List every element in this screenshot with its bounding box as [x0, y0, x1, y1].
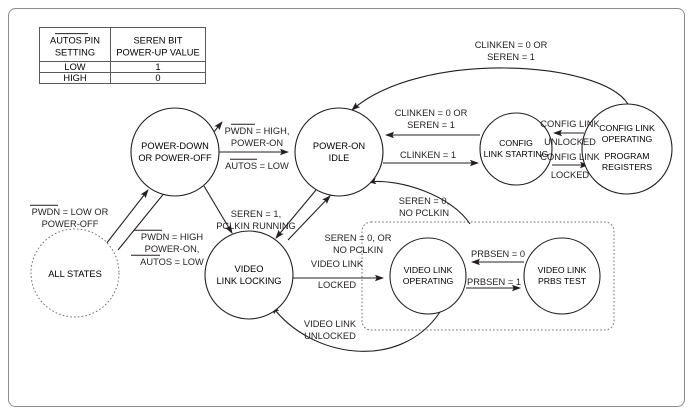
edge-video-locking-to-idle [287, 195, 331, 241]
state-video-link-prbs-test-label-2: PRBS TEST [538, 276, 587, 286]
edge-label-t8-line1: CONFIG LINK [540, 119, 600, 129]
state-video-link-operating[interactable]: VIDEO LINK OPERATING [389, 237, 467, 315]
state-config-link-operating[interactable]: CONFIG LINK OPERATING PROGRAM REGISTERS [581, 103, 673, 195]
edge-label-t3-line3: AUTOS = LOW [140, 257, 204, 267]
state-power-down[interactable]: POWER-DOWN OR POWER-OFF [130, 107, 220, 197]
edge-label-t11-line2: LOCKED [318, 280, 357, 290]
table-row-1-value: 0 [155, 73, 160, 83]
state-power-on-idle-label-2: IDLE [329, 153, 350, 163]
state-video-link-locking-label-2: LINK LOCKING [216, 276, 281, 286]
table-row-1-setting: HIGH [63, 73, 86, 83]
edge-label-t12-line1: VIDEO LINK [304, 319, 357, 329]
edge-label-t2-line1: PWDN = LOW OR [32, 207, 109, 217]
edge-video-group-arc-to-idle [367, 177, 471, 225]
state-config-link-starting-label-2: LINK STARTING [484, 149, 549, 159]
state-video-link-locking-label-1: VIDEO [235, 264, 264, 274]
state-video-link-prbs-test-label-1: VIDEO LINK [538, 265, 587, 275]
edge-label-t10-line1: CLINKEN = 0 OR [475, 40, 548, 50]
edge-label-t4-line1: SEREN = 1, [231, 209, 281, 219]
edge-label-t13-line1: SEREN = 0, [399, 196, 449, 206]
table-header-col2-line2: POWER-UP VALUE [116, 48, 199, 58]
edge-power-down-to-video-locking [203, 185, 233, 234]
edge-label-t2-line2: POWER-OFF [42, 219, 99, 229]
edge-config-operating-arc-to-idle [351, 67, 629, 111]
edge-label-t5-line1: SEREN = 0, OR [325, 233, 392, 243]
edge-idle-to-video-locking [275, 189, 317, 239]
edge-label-t3-line2: POWER-ON, [145, 244, 200, 254]
edge-label-t1-line1: PWDN = HIGH, [225, 126, 290, 136]
state-config-link-operating-label-3: PROGRAM [605, 151, 650, 161]
edge-label-t4-line2: PCLKIN RUNNING [216, 221, 296, 231]
state-video-link-operating-label-1: VIDEO LINK [404, 265, 453, 275]
state-power-down-label-2: OR POWER-OFF [138, 153, 212, 163]
edge-label-t9-line2: LOCKED [551, 170, 590, 180]
table-header-col1-line2: SETTING [55, 48, 95, 58]
state-power-down-label-1: POWER-DOWN [141, 141, 209, 151]
edge-label-t8-line2: UNLOCKED [544, 137, 596, 147]
table-header-col1-line1: AUTOS PIN [50, 36, 100, 46]
table-header-col2-line1: SEREN BIT [133, 36, 182, 46]
edge-label-t12-line2: UNLOCKED [304, 331, 356, 341]
edge-label-t3-line1: PWDN = HIGH [141, 232, 203, 242]
edge-label-t10-line2: SEREN = 1 [487, 52, 535, 62]
state-config-link-operating-label-2: OPERATING [602, 134, 653, 144]
edge-label-t6-line1: CLINKEN = 1 [400, 150, 456, 160]
edge-label-t1-line3: AUTOS = LOW [225, 161, 289, 171]
video-link-group-box [361, 221, 615, 331]
autos-pin-table: AUTOS PIN SETTING SEREN BIT POWER-UP VAL… [39, 27, 206, 84]
state-config-link-starting-label-1: CONFIG [499, 138, 533, 148]
state-config-link-operating-label-1: CONFIG LINK [599, 123, 655, 133]
state-all-states-label: ALL STATES [48, 269, 102, 279]
figure-border [8, 8, 685, 407]
edge-label-t7-line1: CLINKEN = 0 OR [395, 108, 468, 118]
edge-label-t15-line1: PRBSEN = 1 [467, 277, 521, 287]
table-row-0-setting: LOW [64, 62, 85, 72]
state-config-link-operating-label-4: REGISTERS [602, 162, 652, 172]
edge-label-t9-line1: CONFIG LINK [540, 152, 600, 162]
edge-label-t5-line2: NO PCLKIN [333, 245, 383, 255]
state-power-on-idle-label-1: POWER-ON [313, 141, 365, 151]
state-config-link-starting[interactable]: CONFIG LINK STARTING [479, 112, 553, 186]
edge-label-t7-line2: SEREN = 1 [407, 120, 455, 130]
edge-label-t11-line1: VIDEO LINK [311, 259, 364, 269]
edge-label-t13-line2: NO PCLKIN [399, 208, 449, 218]
edge-all-states-to-power-down [105, 189, 149, 245]
state-video-link-prbs-test[interactable]: VIDEO LINK PRBS TEST [523, 237, 601, 315]
edge-label-t1-line2: POWER-ON [231, 138, 283, 148]
state-all-states[interactable]: ALL STATES [30, 228, 120, 318]
state-video-link-locking[interactable]: VIDEO LINK LOCKING [204, 230, 294, 320]
state-power-on-idle[interactable]: POWER-ON IDLE [294, 107, 384, 197]
edge-video-operating-arc-to-locking [271, 305, 441, 352]
state-video-link-operating-label-2: OPERATING [403, 276, 454, 286]
edge-label-t14-line1: PRBSEN = 0 [471, 249, 525, 259]
table-row-0-value: 1 [155, 62, 160, 72]
